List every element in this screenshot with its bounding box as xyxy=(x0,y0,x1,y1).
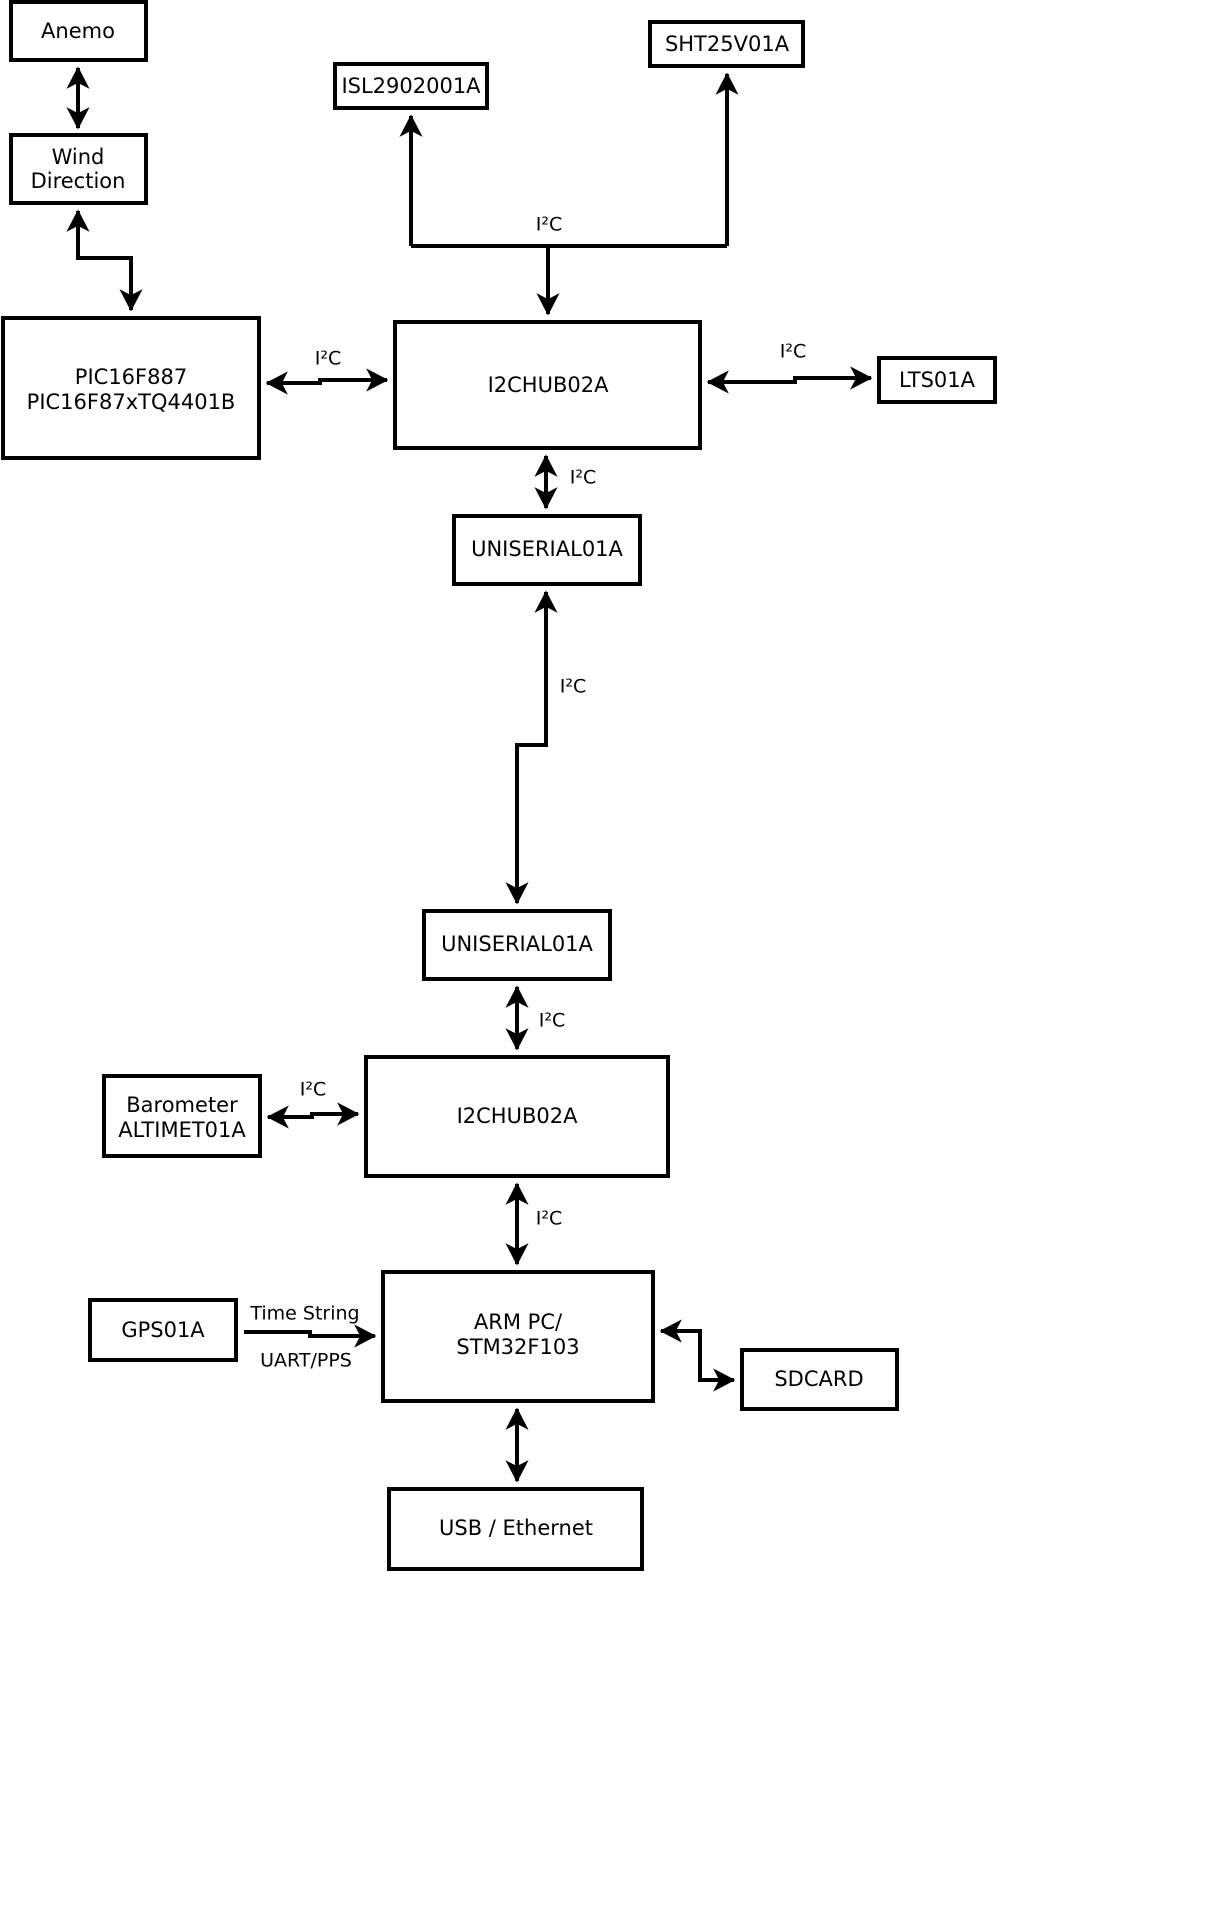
block-i2chub02a-bottom-label: I2CHUB02A xyxy=(457,1104,579,1128)
block-barometer-rect[interactable] xyxy=(102,1074,262,1158)
block-barometer-label-line2: ALTIMET01A xyxy=(118,1118,246,1142)
block-usb-ethernet-rect[interactable] xyxy=(387,1487,644,1571)
block-barometer-label-line1: Barometer xyxy=(126,1093,238,1117)
block-i2chub02a-bottom-rect[interactable] xyxy=(364,1055,670,1178)
conn-pic-hubtop xyxy=(265,368,389,395)
conn-unibot-unitop xyxy=(505,590,558,905)
block-i2chub02a-top[interactable]: I2CHUB02A xyxy=(393,320,702,450)
block-lts01a[interactable]: LTS01A xyxy=(877,356,997,404)
block-uniserial01a-bottom-rect[interactable] xyxy=(422,909,612,981)
block-uniserial01a-top[interactable]: UNISERIAL01A xyxy=(452,514,642,586)
conn-baro-hubbot xyxy=(266,1102,360,1129)
block-wind-direction-rect[interactable] xyxy=(9,133,148,205)
block-wind-direction[interactable]: Wind Direction xyxy=(9,133,148,205)
block-isl2902001a[interactable]: ISL2902001A xyxy=(333,62,489,110)
block-isl2902001a-label: ISL2902001A xyxy=(341,74,481,98)
block-sdcard-label: SDCARD xyxy=(774,1367,863,1391)
block-arm-pc-label-line1: ARM PC/ xyxy=(474,1310,563,1334)
edge-label-uart-pps: UART/PPS xyxy=(260,1350,352,1372)
conn-gps-arm xyxy=(244,1324,377,1348)
edge-label-time-string: Time String xyxy=(249,1303,359,1325)
block-pic16f887[interactable]: PIC16F887 PIC16F87xTQ4401B xyxy=(1,316,261,460)
block-sht25v01a[interactable]: SHT25V01A xyxy=(648,20,805,68)
block-gps01a-label: GPS01A xyxy=(121,1318,205,1342)
edge-label-i2c-unib-hubb: I²C xyxy=(539,1010,566,1032)
conn-pic-wind xyxy=(66,209,143,312)
block-isl2902001a-rect[interactable] xyxy=(333,62,489,110)
block-lts01a-label: LTS01A xyxy=(899,368,976,392)
block-i2chub02a-top-label: I2CHUB02A xyxy=(488,373,610,397)
block-barometer[interactable]: Barometer ALTIMET01A xyxy=(102,1074,262,1158)
block-anemo-rect[interactable] xyxy=(9,0,148,62)
edge-label-i2c-pic-hub: I²C xyxy=(315,348,342,370)
block-pic16f887-label-line1: PIC16F887 xyxy=(75,365,187,389)
block-pic16f887-label-line2: PIC16F87xTQ4401B xyxy=(27,390,236,414)
block-arm-pc-rect[interactable] xyxy=(381,1270,655,1403)
block-usb-ethernet[interactable]: USB / Ethernet xyxy=(387,1487,644,1571)
block-sht25v01a-rect[interactable] xyxy=(648,20,805,68)
block-wind-direction-label-line2: Direction xyxy=(31,169,126,193)
edge-label-i2c-baro-hubb: I²C xyxy=(300,1079,327,1101)
block-wind-direction-label-line1: Wind xyxy=(52,145,105,169)
block-gps01a-rect[interactable] xyxy=(88,1298,238,1362)
edge-label-i2c-hub-uni: I²C xyxy=(570,467,597,489)
block-arm-pc[interactable]: ARM PC/ STM32F103 xyxy=(381,1270,655,1403)
block-uniserial01a-top-label: UNISERIAL01A xyxy=(471,537,623,561)
block-pic16f887-rect[interactable] xyxy=(1,316,261,460)
conn-arm-sdcard xyxy=(659,1319,736,1392)
block-uniserial01a-bottom[interactable]: UNISERIAL01A xyxy=(422,909,612,981)
conn-hubtop-lts xyxy=(706,366,873,394)
edge-label-layer: I²C I²C I²C I²C I²C I²C I²C I²C Time Str… xyxy=(249,214,806,1372)
block-anemo-label: Anemo xyxy=(41,19,115,43)
edge-label-i2c-hubb-arm: I²C xyxy=(536,1208,563,1230)
block-gps01a[interactable]: GPS01A xyxy=(88,1298,238,1362)
block-arm-pc-label-line2: STM32F103 xyxy=(456,1335,579,1359)
block-lts01a-rect[interactable] xyxy=(877,356,997,404)
block-i2chub02a-bottom[interactable]: I2CHUB02A xyxy=(364,1055,670,1178)
block-sdcard-rect[interactable] xyxy=(740,1348,899,1411)
edge-label-i2c-hub-lts: I²C xyxy=(780,341,807,363)
block-anemo[interactable]: Anemo xyxy=(9,0,148,62)
block-i2chub02a-top-rect[interactable] xyxy=(393,320,702,450)
edge-label-i2c-hubtop-sensors: I²C xyxy=(536,214,563,236)
block-uniserial01a-bottom-label: UNISERIAL01A xyxy=(441,932,593,956)
block-usb-ethernet-label: USB / Ethernet xyxy=(439,1516,593,1540)
edge-label-i2c-uni-uni: I²C xyxy=(560,676,587,698)
block-sht25v01a-label: SHT25V01A xyxy=(665,32,790,56)
block-sdcard[interactable]: SDCARD xyxy=(740,1348,899,1411)
connection-layer xyxy=(66,66,873,1483)
block-uniserial01a-top-rect[interactable] xyxy=(452,514,642,586)
